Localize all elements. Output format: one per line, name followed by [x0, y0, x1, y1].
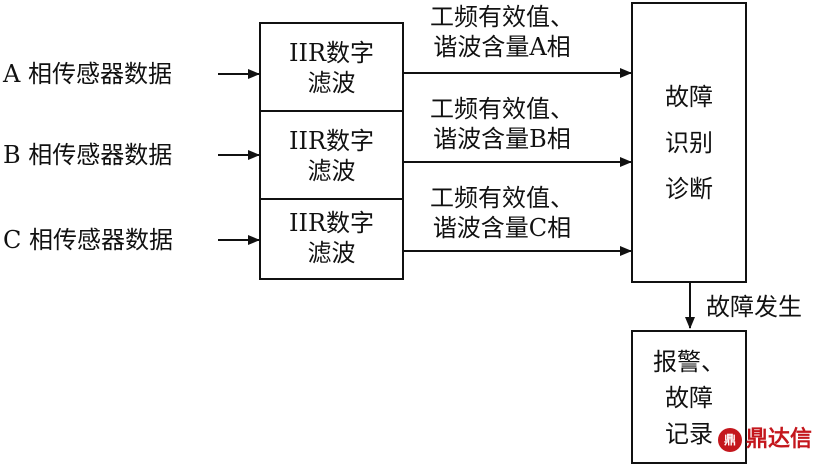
- record-label-line3: 记录: [665, 420, 713, 448]
- filter-label-a-line2: 滤波: [307, 69, 356, 97]
- output-label-a-line2: 谐波含量A相: [433, 33, 571, 61]
- input-label-a: A 相传感器数据: [3, 60, 172, 88]
- diagnosis-label-line2: 识别: [665, 129, 713, 157]
- record-label-line1: 报警、: [653, 348, 725, 376]
- output-label-a: 工频有效值、 谐波含量A相: [412, 2, 592, 62]
- output-label-b: 工频有效值、 谐波含量B相: [412, 94, 592, 154]
- logo-mark-icon: 鼎: [718, 428, 742, 452]
- watermark-logo: 鼎 鼎达信: [718, 424, 818, 458]
- output-label-c-line1: 工频有效值、: [430, 184, 574, 212]
- logo-text: 鼎达信: [746, 427, 813, 452]
- diagnosis-label-line1: 故障: [665, 83, 713, 111]
- filter-label-a-line1: IIR数字: [288, 39, 375, 67]
- filter-box-a: IIR数字 滤波: [259, 22, 404, 112]
- filter-box-c: IIR数字 滤波: [259, 198, 404, 280]
- input-label-c: C 相传感器数据: [3, 226, 173, 254]
- diagnosis-box: 故障 识别 诊断: [631, 2, 747, 283]
- filter-box-b: IIR数字 滤波: [259, 110, 404, 200]
- output-label-b-line1: 工频有效值、: [430, 95, 574, 123]
- output-label-c-line2: 谐波含量C相: [432, 214, 572, 242]
- output-label-a-line1: 工频有效值、: [430, 3, 574, 31]
- filter-label-b-line1: IIR数字: [288, 127, 375, 155]
- record-label-line2: 故障: [665, 384, 713, 412]
- filter-label-c-line1: IIR数字: [288, 209, 375, 237]
- event-label: 故障发生: [706, 293, 802, 321]
- output-label-b-line2: 谐波含量B相: [433, 125, 571, 153]
- diagnosis-label-line3: 诊断: [665, 175, 713, 203]
- filter-label-c-line2: 滤波: [307, 239, 356, 267]
- input-label-b: B 相传感器数据: [3, 141, 173, 169]
- output-label-c: 工频有效值、 谐波含量C相: [412, 183, 592, 243]
- filter-label-b-line2: 滤波: [307, 157, 356, 185]
